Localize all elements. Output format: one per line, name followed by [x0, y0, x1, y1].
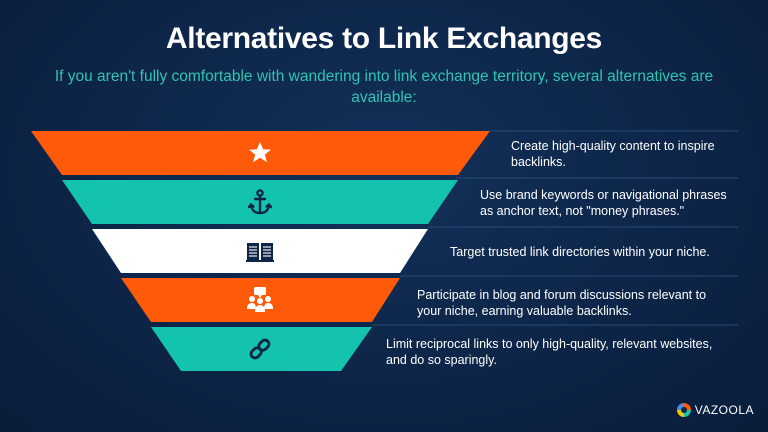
page-title: Alternatives to Link Exchanges — [165, 22, 603, 55]
page-subtitle: If you aren't fully comfortable with wan… — [54, 68, 714, 106]
level-4-description: Participate in blog and forum discussion… — [417, 288, 707, 318]
brand-logo: VAZOOLA — [676, 402, 754, 418]
star-icon — [249, 142, 271, 163]
link-icon — [249, 338, 271, 360]
level-3-description: Target trusted link directories within y… — [450, 245, 710, 259]
brand-logo-icon — [676, 403, 691, 417]
level-5-description: Limit reciprocal links to only high-qual… — [386, 337, 713, 367]
anchor-icon — [247, 189, 273, 215]
funnel-level-3 — [92, 229, 428, 273]
group-discussion-icon — [247, 287, 273, 312]
brand-name: VAZOOLA — [694, 403, 754, 417]
level-2-description: Use brand keywords or navigational phras… — [480, 188, 727, 218]
level-1-description: Create high-quality content to inspire b… — [511, 139, 715, 169]
book-icon — [246, 243, 274, 262]
